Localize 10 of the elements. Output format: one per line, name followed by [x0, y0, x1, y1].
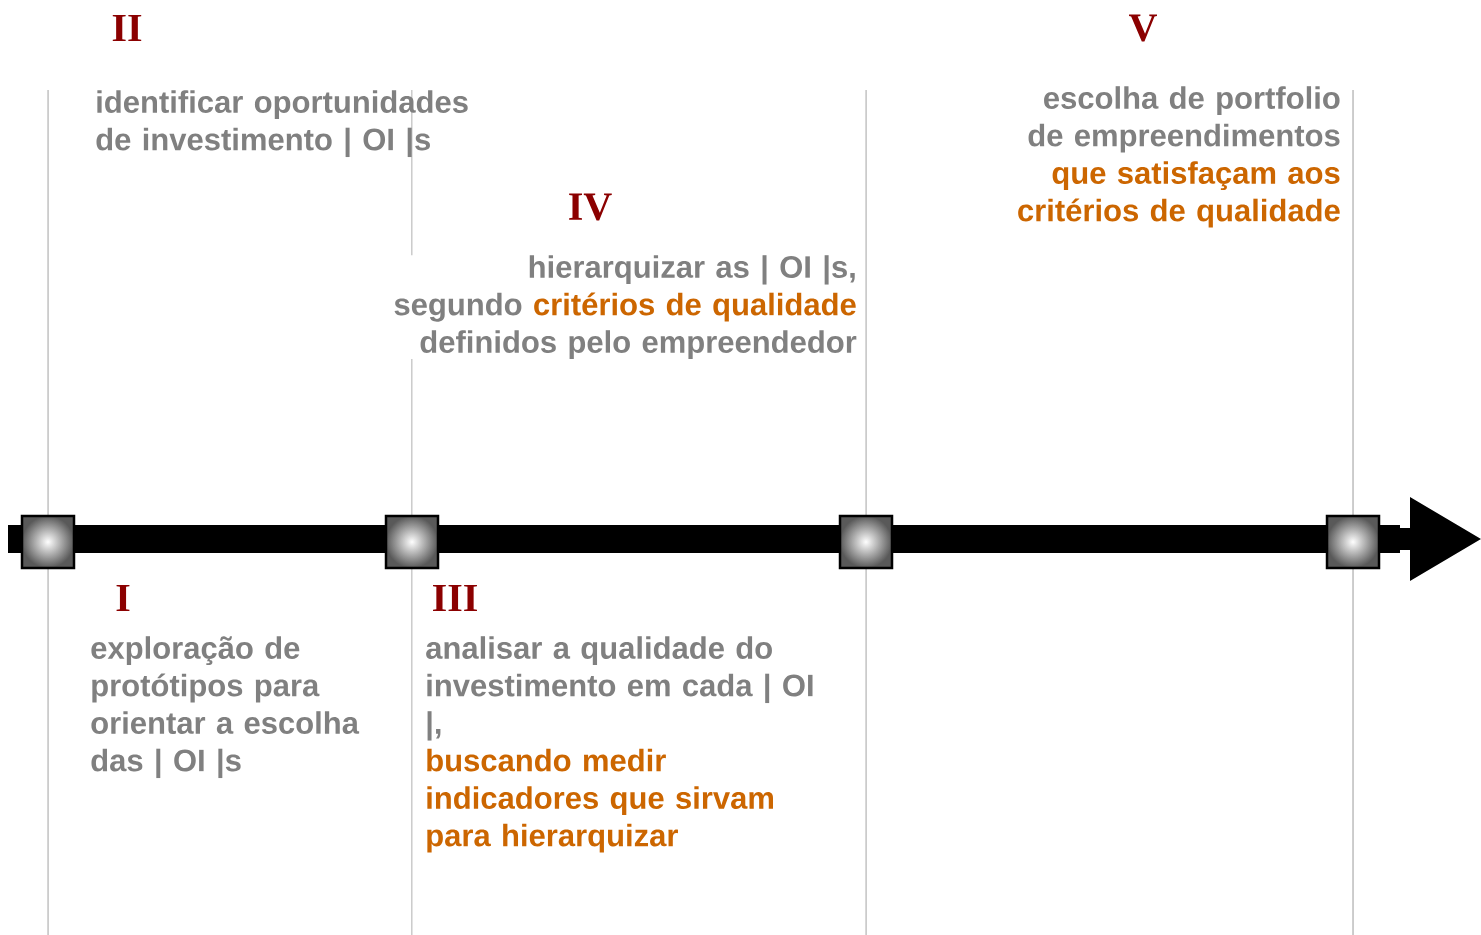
phase-numeral: I — [116, 584, 130, 612]
phase-numeral: IV — [569, 193, 612, 221]
phase-numeral: III — [433, 584, 477, 612]
phase-description: escolha de portfolio de empreendimentos que satisfaçam aos critérios de qualidade — [1018, 86, 1340, 228]
phase-numeral: V — [1129, 14, 1157, 42]
phase-description: analisar a qualidade do investimento em cada | OI |, buscando medir indicadores que sirvam para hierarquizar — [426, 636, 813, 853]
phase-description: hierarquizar as | OI |s, segundo critérios de qualidade definidos pelo empreendedor — [366, 255, 857, 360]
phase-description: exploração de protótipos para orientar a escolha das | OI |s — [91, 636, 360, 779]
phase-description: identificar oportunidades de investimento | OI |s — [96, 90, 468, 158]
phase-numeral: II — [112, 14, 142, 42]
